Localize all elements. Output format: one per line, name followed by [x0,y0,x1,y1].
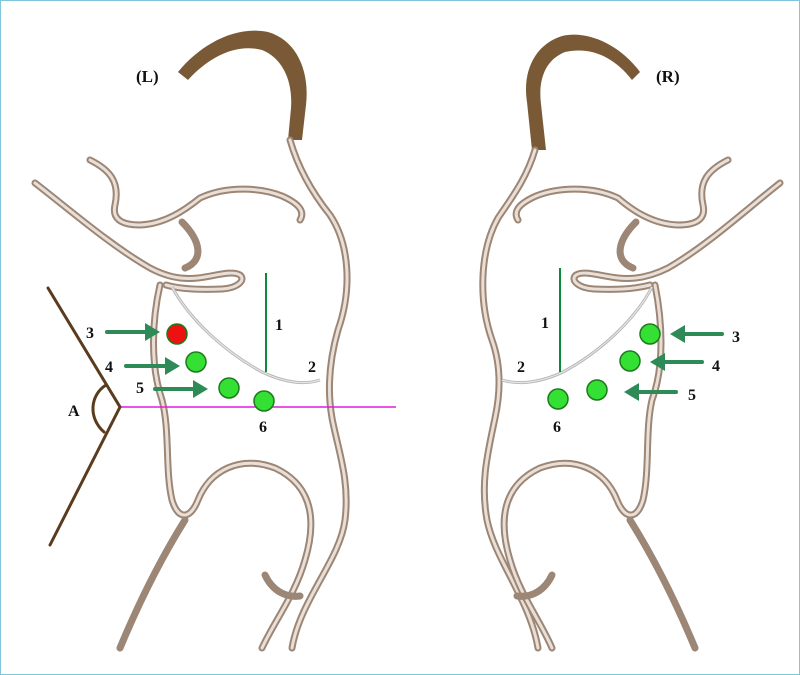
left-arrow-5 [153,380,208,398]
left-point-5 [218,377,240,399]
right-hair [525,34,640,150]
right-label-5: 5 [688,387,696,404]
right-side-label: (R) [656,67,680,86]
left-point-3-red [166,323,188,345]
right-arrow-3 [670,325,724,343]
right-figure: (R) 1 2 3 4 5 6 [479,34,784,652]
right-label-3: 3 [732,329,740,346]
left-leg [116,516,189,652]
left-label-5: 5 [136,380,144,397]
left-angle-arc [91,383,108,434]
left-label-6: 6 [259,419,267,436]
right-leg [626,516,699,652]
left-side-label: (L) [136,67,159,86]
left-point-4 [185,351,207,373]
left-label-2: 2 [308,359,316,376]
right-point-3 [639,323,661,345]
right-label-1: 1 [541,315,549,332]
left-label-4: 4 [105,359,113,376]
left-point-6 [253,390,275,412]
left-angle-lines [46,286,122,547]
left-label-3: 3 [86,325,94,342]
right-back-line [479,146,542,652]
right-label-6: 6 [553,419,561,436]
right-label-2: 2 [517,359,525,376]
left-arm [31,179,246,293]
left-arrow-4 [124,357,180,375]
right-point-6 [547,388,569,410]
right-arrow-4 [650,353,704,371]
left-label-a: A [68,403,80,420]
right-arrow-5 [624,383,678,401]
right-arm [570,179,784,293]
right-point-4 [619,350,641,372]
left-hair [178,30,307,141]
right-label-4: 4 [712,358,720,375]
left-arrow-3 [105,323,160,341]
left-label-1: 1 [275,317,283,334]
left-figure: (L) 1 2 3 4 5 6 A [31,30,396,652]
right-point-5 [586,379,608,401]
